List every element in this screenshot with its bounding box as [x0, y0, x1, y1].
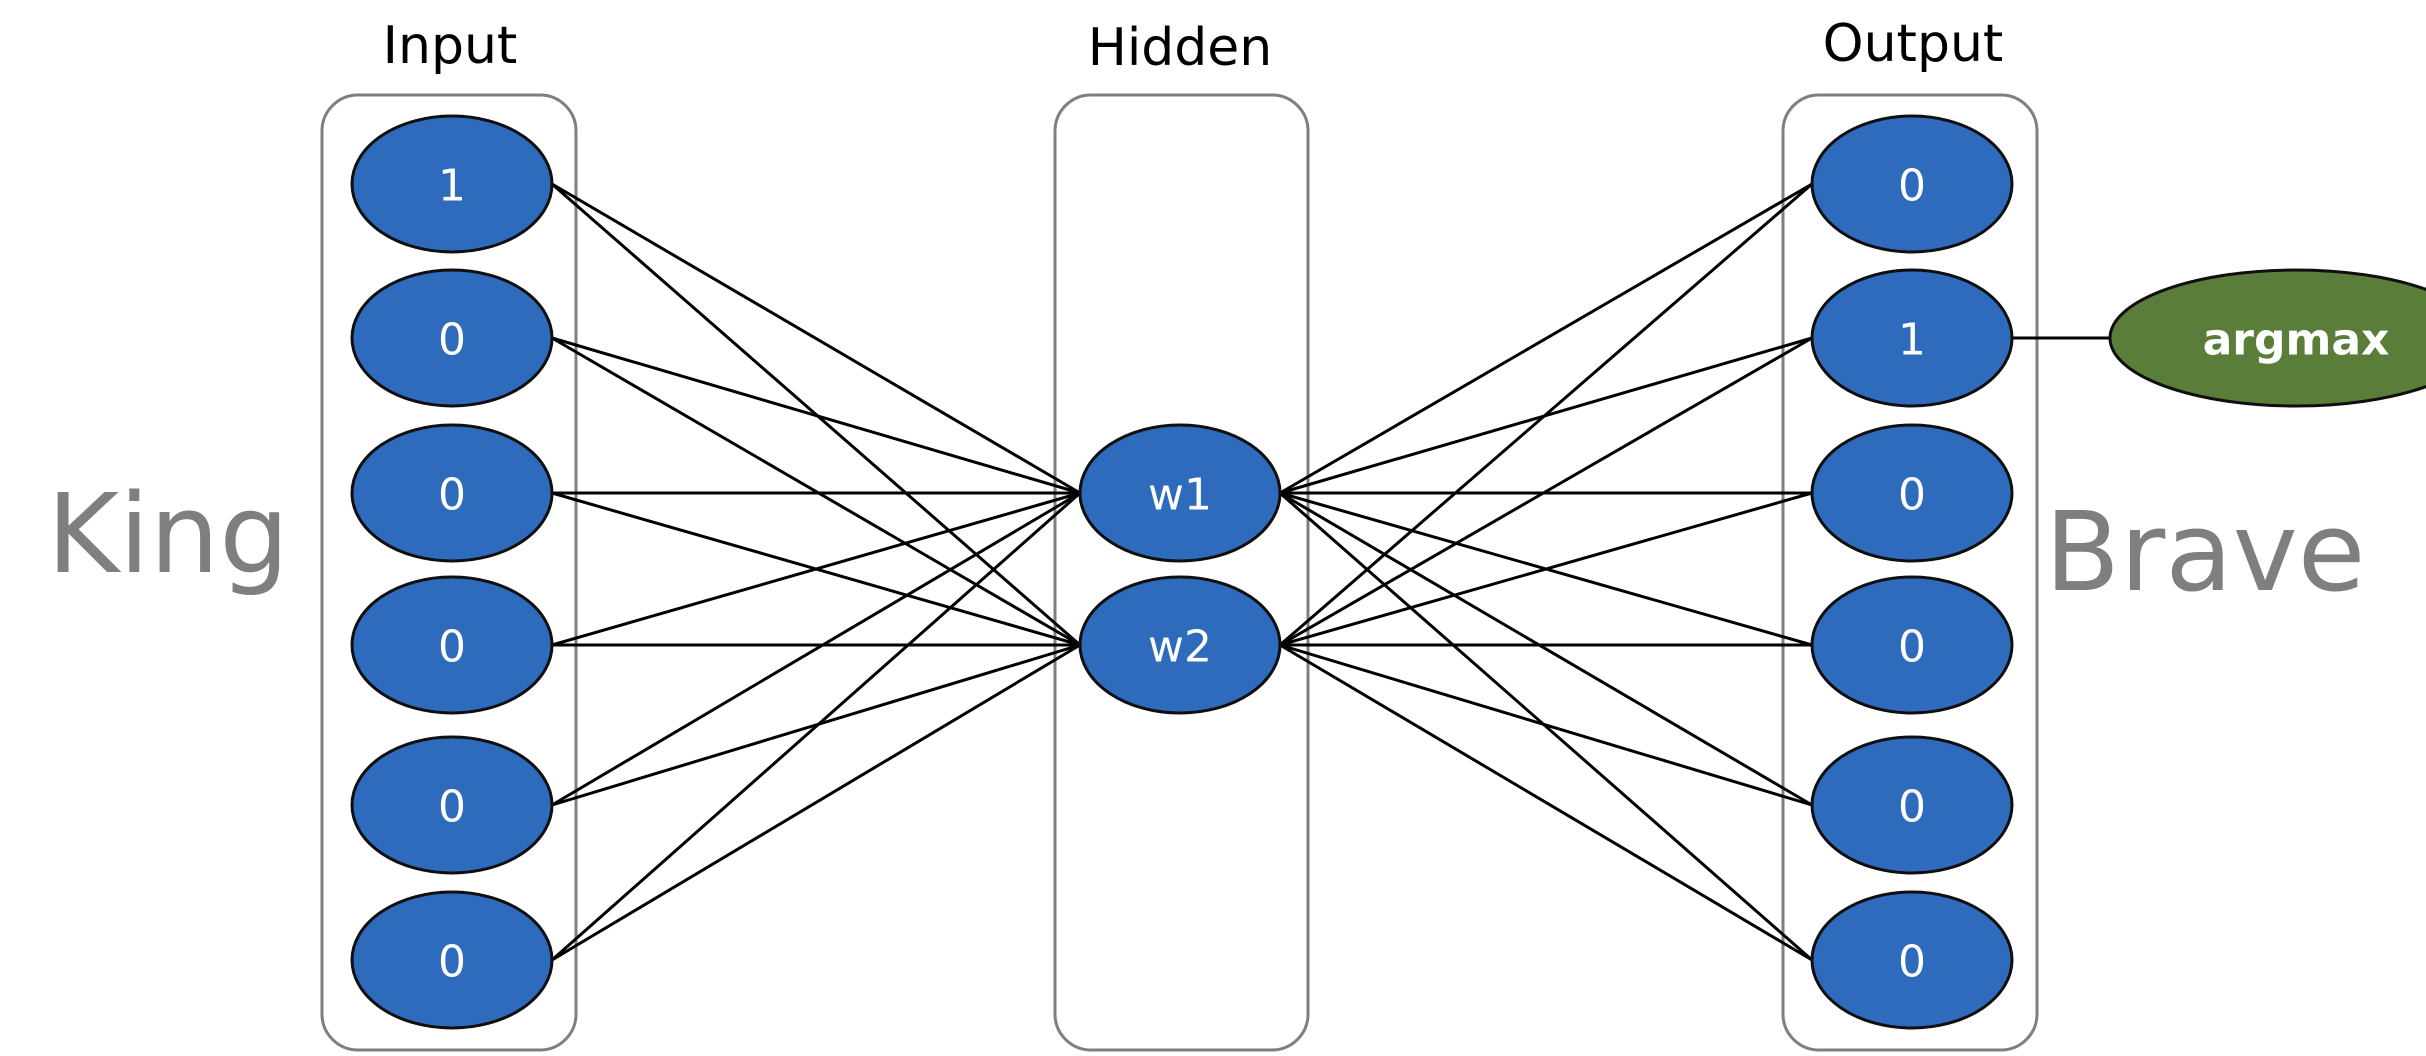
input-node-ellipse [350, 575, 554, 715]
input-node-label: 0 [438, 782, 466, 833]
hidden-node-0: w1 [1078, 423, 1282, 563]
input-node-label: 0 [438, 622, 466, 673]
output-node-label: 0 [1898, 470, 1926, 521]
edge-input-1-hidden-0 [551, 336, 1081, 495]
input-nodes: 1 0 0 0 0 0 [350, 114, 554, 1030]
argmax-label: argmax [2203, 315, 2390, 366]
input-layer-title: Input [383, 16, 518, 76]
output-node-ellipse [1810, 735, 2014, 875]
hidden-node-label: w1 [1148, 470, 1212, 521]
edge-hidden-1-output-1 [1279, 336, 1813, 647]
input-node-2: 0 [350, 423, 554, 563]
output-node-label: 0 [1898, 161, 1926, 212]
argmax-ellipse [2108, 268, 2426, 408]
output-node-label: 0 [1898, 622, 1926, 673]
output-node-2: 0 [1810, 423, 2014, 563]
edge-hidden-1-output-4 [1279, 643, 1813, 807]
output-node-4: 0 [1810, 735, 2014, 875]
input-node-ellipse [350, 735, 554, 875]
input-node-4: 0 [350, 735, 554, 875]
input-node-label: 0 [438, 470, 466, 521]
hidden-nodes: w1 w2 [1078, 423, 1282, 715]
output-node-label: 1 [1898, 315, 1926, 366]
edge-input-5-hidden-0 [551, 491, 1081, 962]
connection-edges [551, 182, 1813, 962]
input-node-label: 0 [438, 315, 466, 366]
input-node-0: 1 [350, 114, 554, 254]
hidden-node-ellipse [1078, 423, 1282, 563]
input-node-ellipse [350, 423, 554, 563]
input-node-label: 1 [438, 161, 466, 212]
output-word-label: Brave [2045, 488, 2366, 616]
edge-hidden-1-output-2 [1279, 491, 1813, 647]
input-node-5: 0 [350, 890, 554, 1030]
hidden-layer-box [1053, 93, 1310, 1052]
output-node-3: 0 [1810, 575, 2014, 715]
edge-hidden-0-output-0 [1279, 182, 1813, 495]
input-node-3: 0 [350, 575, 554, 715]
edge-hidden-1-output-5 [1279, 643, 1813, 962]
output-node-ellipse [1810, 268, 2014, 408]
edge-input-4-hidden-0 [551, 491, 1081, 807]
hidden-layer-title: Hidden [1088, 18, 1273, 78]
output-node-label: 0 [1898, 782, 1926, 833]
input-node-1: 0 [350, 268, 554, 408]
output-node-5: 0 [1810, 890, 2014, 1030]
output-layer-title: Output [1823, 14, 2004, 74]
output-layer-box [1781, 93, 2039, 1052]
hidden-node-1: w2 [1078, 575, 1282, 715]
output-nodes: 0 1 0 0 0 0 [1810, 114, 2014, 1030]
output-node-label: 0 [1898, 937, 1926, 988]
edge-input-0-hidden-0 [551, 182, 1081, 495]
edge-input-3-hidden-0 [551, 491, 1081, 647]
input-word-label: King [47, 470, 289, 598]
input-node-ellipse [350, 268, 554, 408]
output-node-1: 1 [1810, 268, 2014, 408]
edge-hidden-0-output-4 [1279, 491, 1813, 807]
input-node-ellipse [350, 890, 554, 1030]
output-node-ellipse [1810, 423, 2014, 563]
input-layer-box [320, 93, 578, 1052]
hidden-node-ellipse [1078, 575, 1282, 715]
input-node-ellipse [350, 114, 554, 254]
output-node-ellipse [1810, 114, 2014, 254]
edge-input-5-hidden-1 [551, 643, 1081, 962]
edge-hidden-1-output-0 [1279, 182, 1813, 647]
output-node-ellipse [1810, 575, 2014, 715]
argmax-node: argmax [2108, 268, 2426, 408]
output-node-ellipse [1810, 890, 2014, 1030]
hidden-node-label: w2 [1148, 622, 1212, 673]
input-node-label: 0 [438, 937, 466, 988]
output-node-0: 0 [1810, 114, 2014, 254]
